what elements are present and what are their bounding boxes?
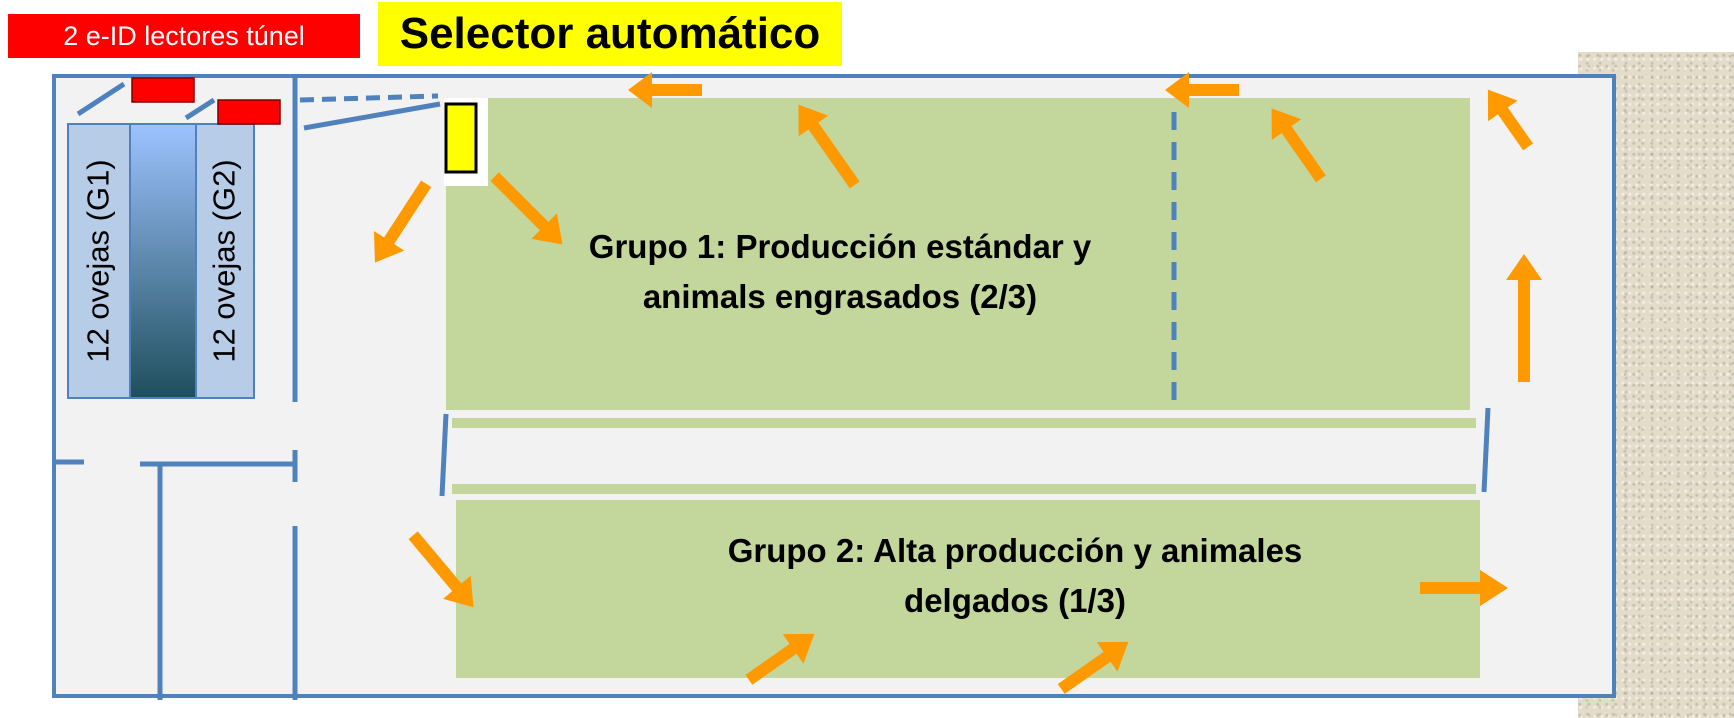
ewe-g2-label-box: 12 ovejas (G2): [196, 124, 254, 398]
race-channel: [129, 123, 197, 399]
ewe-g1-label-box: 12 ovejas (G1): [68, 124, 130, 398]
flow-arrow: [408, 531, 474, 608]
ewe-pen-g2: [195, 123, 255, 399]
ewe-g1-label: 12 ovejas (G1): [81, 159, 117, 363]
corridor-strip-top: [452, 418, 1476, 428]
e-id-reader-1: [131, 77, 195, 103]
group1-label: Grupo 1: Producción estándar y animals e…: [588, 228, 1092, 315]
reader-gate-1: [76, 81, 126, 117]
selector-label: Selector automático: [378, 2, 842, 66]
reader-gate-2: [184, 97, 216, 121]
flow-arrow: [1271, 108, 1326, 183]
flow-arrow: [745, 633, 815, 685]
corridor-strip-bottom: [452, 484, 1476, 494]
ewe-pen-g1: [67, 123, 131, 399]
ewe-g2-label: 12 ovejas (G2): [207, 159, 243, 363]
flow-arrow: [374, 180, 432, 263]
slanted-gate: [303, 101, 441, 131]
flow-arrow: [628, 72, 702, 108]
flow-arrow: [1506, 254, 1542, 382]
flow-arrow: [1165, 72, 1239, 108]
e-id-readers-label: 2 e-ID lectores túnel: [8, 14, 360, 58]
flow-arrow: [490, 172, 563, 245]
corridor-gate-left: [439, 413, 449, 497]
corridor-gate-right: [1481, 407, 1491, 493]
dashed-gate: [299, 93, 439, 103]
automatic-selector: [444, 102, 478, 174]
group2-label: Grupo 2: Alta producción y animales delg…: [727, 532, 1303, 619]
flow-arrow: [1487, 89, 1533, 151]
flow-arrow: [798, 104, 860, 189]
flow-arrow: [1420, 570, 1508, 606]
flow-arrow: [1057, 641, 1129, 694]
group2-pen: [456, 500, 1480, 678]
e-id-reader-2: [217, 99, 281, 125]
